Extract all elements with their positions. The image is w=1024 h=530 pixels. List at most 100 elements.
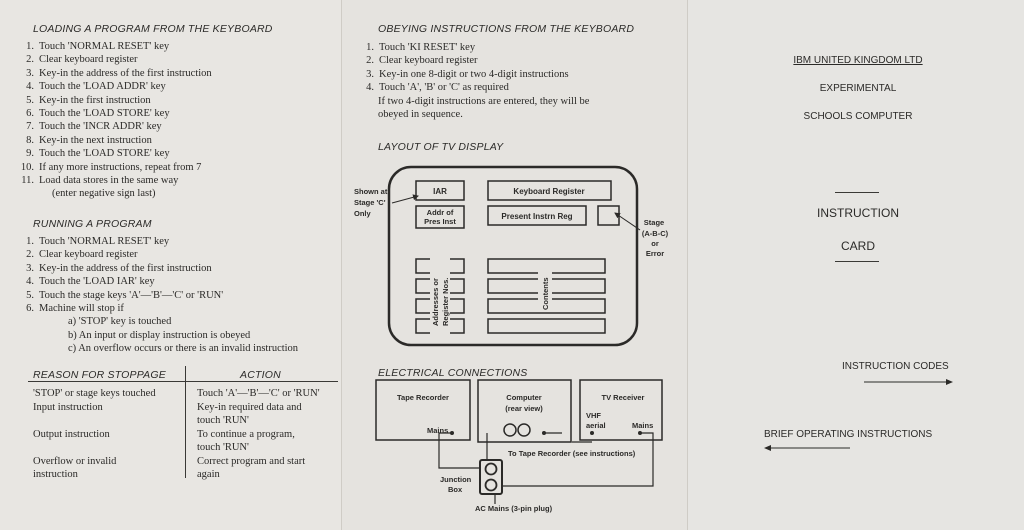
shown-at-label-2: Stage 'C' <box>354 198 386 207</box>
diagrams: IAR Keyboard Register Addr of Pres Inst … <box>354 165 669 513</box>
table-cell-reason: Overflow or invalid instruction <box>33 456 117 481</box>
electrical-heading: ELECTRICAL CONNECTIONS <box>378 367 528 379</box>
list-item: 3.Key-in the address of the first instru… <box>26 262 212 274</box>
tv-receiver-box <box>579 379 663 441</box>
cover-panel: IBM UNITED KINGDOM LTD EXPERIMENTAL SCHO… <box>688 0 1024 530</box>
list-item: 11.Load data stores in the same way <box>21 175 179 187</box>
list-item: 7.Touch the 'INCR ADDR' key <box>26 121 162 133</box>
cover-line-schools: SCHOOLS COMPUTER <box>803 111 913 122</box>
tape-recorder-box <box>375 379 471 441</box>
keyboard-register-box <box>487 180 612 201</box>
list-item: 2.Clear keyboard register <box>26 54 138 66</box>
middle-panel: OBEYING INSTRUCTIONS FROM THE KEYBOARD 1… <box>342 0 688 530</box>
present-instr-label: Present Instrn Reg <box>501 212 572 221</box>
ac-mains-label: AC Mains (3-pin plug) <box>475 504 553 513</box>
shown-at-label-3: Only <box>354 209 371 218</box>
list-item: 3.Key-in one 8-digit or two 4-digit inst… <box>366 68 569 80</box>
table-header-reason: REASON FOR STOPPAGE <box>33 369 166 381</box>
tape-recorder-label: Tape Recorder <box>397 393 449 402</box>
left-panel: LOADING A PROGRAM FROM THE KEYBOARD 1.To… <box>0 0 342 530</box>
list-item: 2.Clear keyboard register <box>26 249 138 261</box>
list-item: 2.Clear keyboard register <box>366 55 478 67</box>
obeying-heading: OBEYING INSTRUCTIONS FROM THE KEYBOARD <box>378 23 635 35</box>
list-item: c) An overflow occurs or there is an inv… <box>68 343 299 355</box>
table-cell-action: To continue a program, touch 'RUN' <box>197 429 295 454</box>
table-cell-reason: Input instruction <box>33 402 103 413</box>
arrow-right-icon <box>864 379 953 385</box>
list-item: 3.Key-in the address of the first instru… <box>26 67 212 79</box>
list-item: 1.Touch 'KI RESET' key <box>366 42 476 53</box>
running-heading: RUNNING A PROGRAM <box>33 218 152 230</box>
table-cell-reason: Output instruction <box>33 429 110 440</box>
running-steps: 1.Touch 'NORMAL RESET' key 2.Clear keybo… <box>20 235 340 356</box>
tv-mains-label: Mains <box>632 421 653 430</box>
list-item: 5.Touch the stage keys 'A'—'B'—'C' or 'R… <box>26 289 224 301</box>
tv-receiver-label: TV Receiver <box>602 393 645 402</box>
list-item: 9.Touch the 'LOAD STORE' key <box>26 148 170 160</box>
arrow-left-icon <box>764 445 850 451</box>
stage-label-3: or <box>651 239 659 248</box>
list-item: 10.If any more instructions, repeat from… <box>20 161 202 173</box>
addresses-label-2: Register Nos. <box>441 278 450 326</box>
vhf-label: VHF <box>586 411 601 420</box>
table-cell-action: Touch 'A'—'B'—'C' or 'RUN' <box>197 388 320 399</box>
table-column-rule <box>185 366 186 478</box>
shown-at-label-1: Shown at <box>354 187 388 196</box>
tape-mains-label: Mains <box>427 426 448 435</box>
keyboard-register-label: Keyboard Register <box>513 187 584 196</box>
to-tape-label: To Tape Recorder (see instructions) <box>508 449 636 458</box>
stage-label-4: Error <box>646 249 664 258</box>
list-item-note: (enter negative sign last) <box>52 188 156 200</box>
electrical-diagram <box>375 379 663 504</box>
stage-label-2: (A-B-C) <box>642 229 669 238</box>
list-item: 8.Key-in the next instruction <box>26 134 152 146</box>
present-instr-box <box>487 205 587 226</box>
iar-box <box>415 180 465 201</box>
stage-box <box>597 205 620 226</box>
table-cell-action: Key-in required data and touch 'RUN' <box>197 402 302 427</box>
table-header-rule <box>28 381 338 382</box>
title-rule-top <box>835 192 879 193</box>
obeying-steps: 1.Touch 'KI RESET' key 2.Clear keyboard … <box>360 41 680 95</box>
instruction-codes-label: INSTRUCTION CODES <box>842 361 949 372</box>
addresses-label-1: Addresses or <box>431 278 440 326</box>
list-item: 4.Touch 'A', 'B' or 'C' as required <box>366 82 509 94</box>
junction-label-2: Box <box>448 485 463 494</box>
contents-label: Contents <box>541 278 550 311</box>
loading-steps: 1.Touch 'NORMAL RESET' key 2.Clear keybo… <box>20 40 340 201</box>
loading-heading: LOADING A PROGRAM FROM THE KEYBOARD <box>33 23 273 35</box>
junction-label-1: Junction <box>440 475 472 484</box>
table-cell-reason: 'STOP' or stage keys touched <box>33 388 156 399</box>
title-instruction: INSTRUCTION <box>817 206 899 220</box>
list-item: 1.Touch 'NORMAL RESET' key <box>26 41 170 52</box>
table-header-action: ACTION <box>240 369 281 381</box>
title-card: CARD <box>840 239 875 253</box>
computer-rear-label: (rear view) <box>505 404 543 413</box>
table-cell-action: Correct program and start again <box>197 456 306 481</box>
list-item: a) 'STOP' key is touched <box>68 316 172 328</box>
computer-box <box>477 379 572 443</box>
obeying-note: If two 4-digit instructions are entered,… <box>378 96 590 121</box>
list-item: 6.Machine will stop if <box>26 303 124 315</box>
list-item: 5.Key-in the first instruction <box>26 94 151 106</box>
junction-box <box>479 459 503 495</box>
list-item: 4.Touch the 'LOAD ADDR' key <box>26 81 166 93</box>
list-item: b) An input or display instruction is ob… <box>68 329 251 341</box>
address-label-1: Addr of <box>427 208 454 217</box>
title-rule-bottom <box>835 261 879 262</box>
computer-socket-icon <box>517 423 531 437</box>
cover-line-experimental: EXPERIMENTAL <box>819 83 897 94</box>
address-box <box>415 205 465 229</box>
address-label-2: Pres Inst <box>424 217 456 226</box>
list-item: 4.Touch the 'LOAD IAR' key <box>26 276 155 288</box>
company-name: IBM UNITED KINGDOM LTD <box>793 55 923 66</box>
computer-label: Computer <box>506 393 541 402</box>
tv-heading: LAYOUT OF TV DISPLAY <box>378 141 504 153</box>
computer-socket-icon <box>503 423 517 437</box>
aerial-label: aerial <box>586 421 606 430</box>
tv-screen-outline <box>387 165 639 347</box>
brief-instructions-label: BRIEF OPERATING INSTRUCTIONS <box>764 429 933 440</box>
stage-label-1: Stage <box>644 218 664 227</box>
iar-label: IAR <box>433 187 447 196</box>
